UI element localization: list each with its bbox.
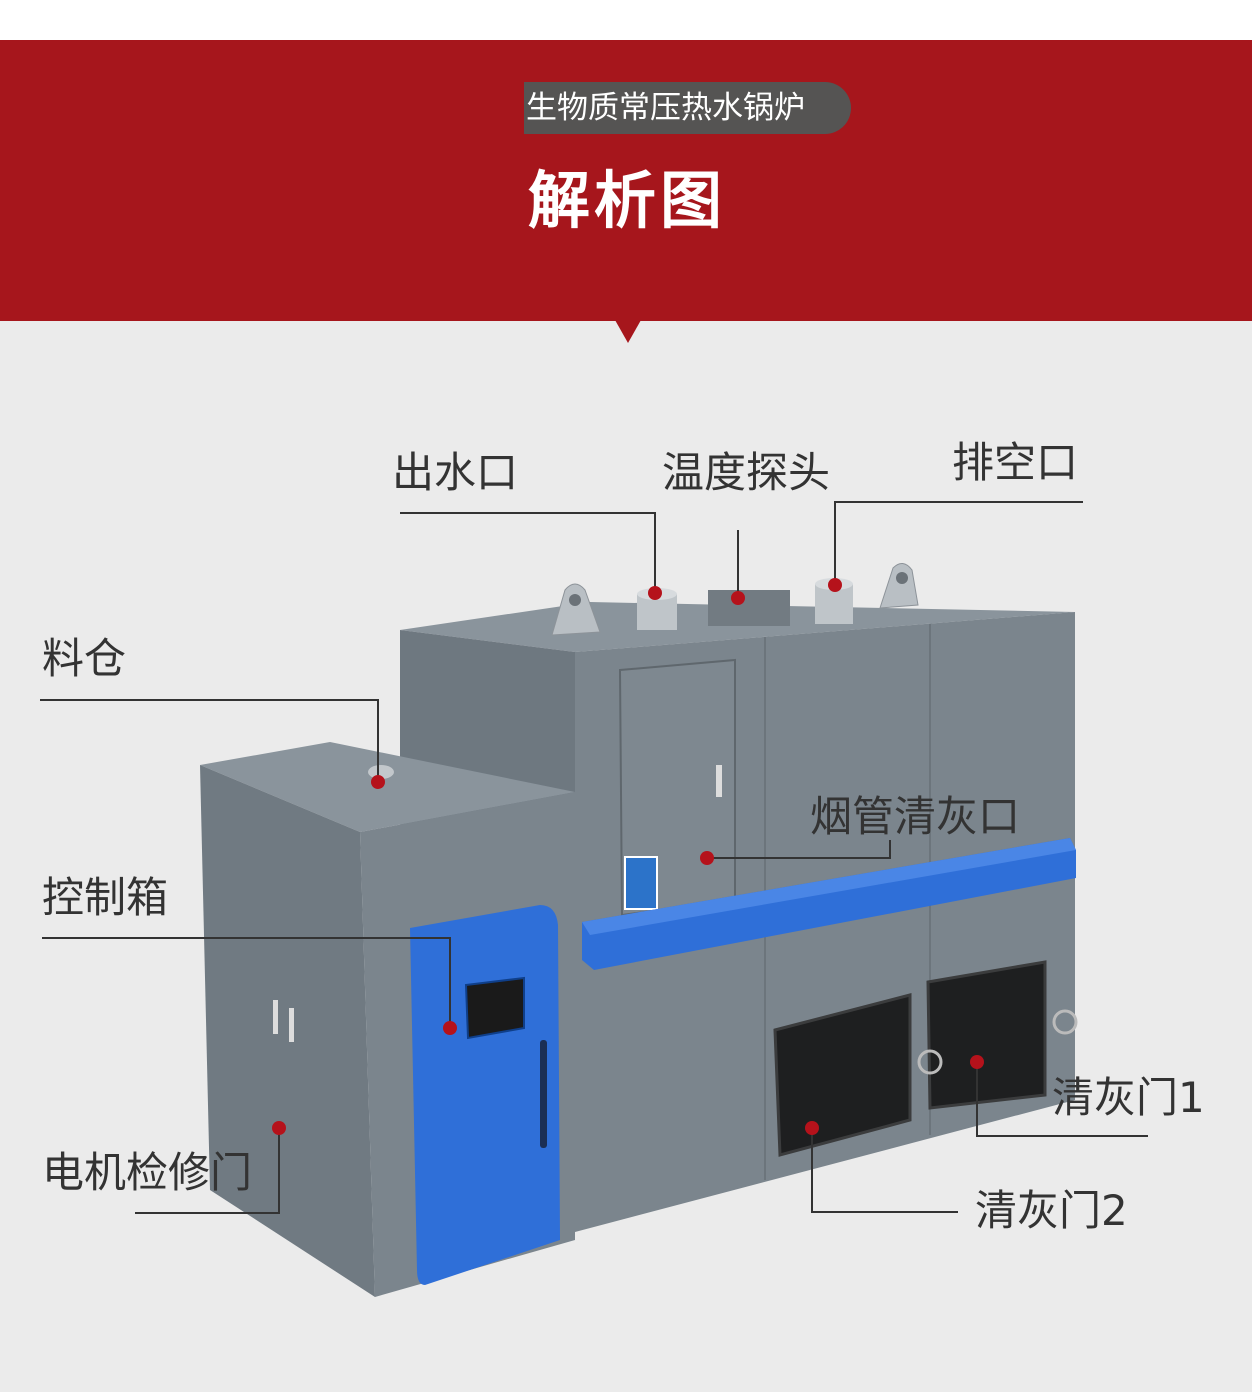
door-handwheel: [917, 1049, 943, 1075]
top-margin: [0, 0, 1252, 40]
temperature-probe-box: [708, 590, 790, 626]
hopper-side: [200, 765, 375, 1297]
label-vent: 排空口: [952, 438, 1079, 487]
label-ash-door-2: 清灰门2: [975, 1186, 1128, 1235]
control-box-window: [464, 976, 525, 1040]
marker-dot: [828, 578, 842, 592]
ash-door-2: [773, 993, 912, 1157]
lifting-lug-left: [551, 583, 601, 636]
page-title: 解析图: [528, 164, 727, 237]
label-hopper: 料仓: [42, 634, 127, 683]
marker-dot: [371, 775, 385, 789]
hopper-top: [200, 742, 575, 832]
marker-dot: [272, 1121, 286, 1135]
marker-dot: [700, 851, 714, 865]
marker-dot: [648, 586, 662, 600]
label-water-outlet: 出水口: [392, 448, 519, 497]
ash-door-1: [926, 960, 1047, 1110]
control-box-handle: [540, 1040, 547, 1148]
label-ash-door-1: 清灰门1: [1052, 1073, 1205, 1122]
hopper-lid: [368, 765, 394, 779]
banner-pointer: [615, 320, 641, 343]
marker-dot: [731, 591, 745, 605]
product-subtitle: 生物质常压热水锅炉: [524, 82, 851, 134]
label-motor-door: 电机检修门: [42, 1148, 253, 1197]
label-control-box: 控制箱: [42, 873, 169, 922]
lifting-lug-right: [879, 563, 919, 609]
control-box: [410, 905, 560, 1285]
label-temperature-probe: 温度探头: [662, 448, 831, 497]
marker-dot: [805, 1121, 819, 1135]
label-flue-cleanout: 烟管清灰口: [810, 792, 1021, 841]
door-handwheel: [1052, 1009, 1078, 1035]
marker-dot: [970, 1055, 984, 1069]
nameplate: [624, 856, 658, 910]
marker-dot: [443, 1021, 457, 1035]
